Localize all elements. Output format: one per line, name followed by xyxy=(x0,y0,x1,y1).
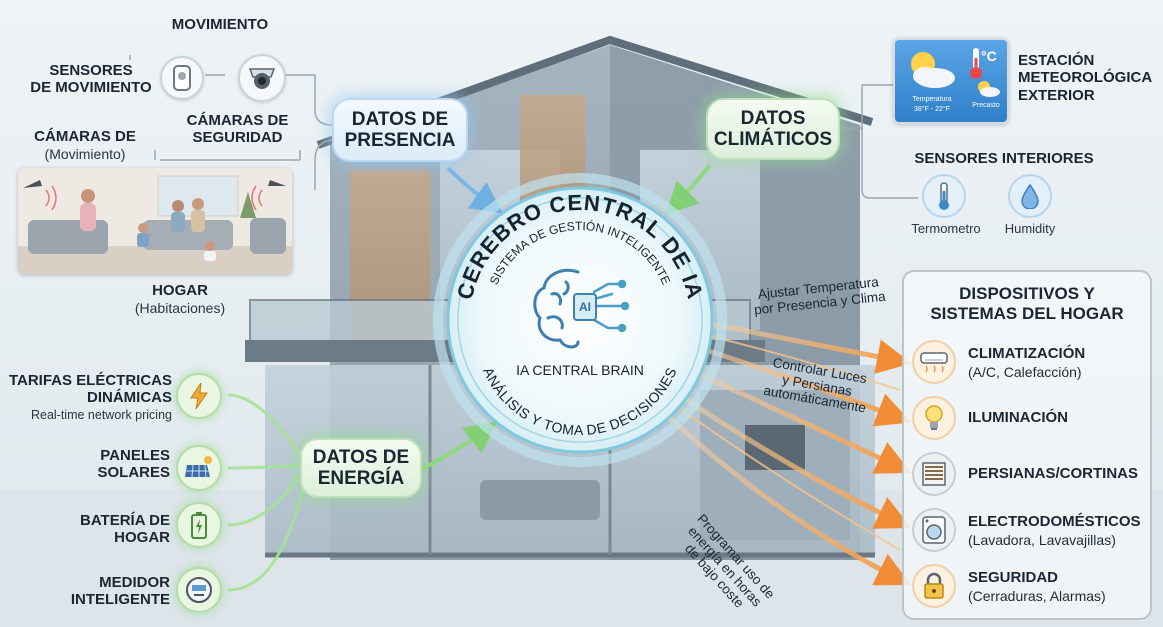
devices-panel xyxy=(902,270,1152,620)
camaras-seguridad-label: CÁMARAS DE SEGURIDAD xyxy=(186,112,289,147)
home-room-photo xyxy=(18,168,292,274)
smart-meter-icon xyxy=(176,567,222,613)
small-sun-cloud-icon xyxy=(978,81,1000,97)
device-title: CLIMATIZACIÓN xyxy=(968,345,1086,362)
security-camera-icon xyxy=(238,54,286,102)
device-title: SEGURIDAD xyxy=(968,569,1059,586)
thermometer-red-icon xyxy=(970,48,982,79)
bulb-icon xyxy=(912,396,956,440)
washer-icon xyxy=(912,508,956,552)
weather-unit: °C xyxy=(981,48,997,64)
movimiento-header: MOVIMIENTO xyxy=(171,16,269,33)
device-title: ELECTRODOMÉSTICOS xyxy=(968,513,1141,530)
medidor-label: MEDIDOR INTELIGENTE xyxy=(70,574,170,609)
solar-panel-icon xyxy=(176,445,222,491)
paneles-label: PANELES SOLARES xyxy=(97,447,170,482)
device-sub: (A/C, Calefacción) xyxy=(968,364,1082,380)
estacion-label: ESTACIÓN METEOROLÓGICA EXTERIOR xyxy=(1018,52,1153,104)
ac-icon xyxy=(912,340,956,384)
sun-cloud-icon xyxy=(911,52,955,88)
weather-temp-label: Temperatura xyxy=(912,96,952,103)
lightning-icon xyxy=(176,373,222,419)
device-sub: (Lavadora, Lavavajillas) xyxy=(968,532,1116,548)
tarifas-label: TARIFAS ELÉCTRICAS DINÁMICAS xyxy=(8,372,172,407)
sensores-interiores-label: SENSORES INTERIORES xyxy=(914,150,1094,167)
battery-icon xyxy=(176,502,222,548)
brain-label: IA CENTRAL BRAIN xyxy=(516,362,644,378)
weather-temp-value: 38°F - 22°F xyxy=(914,106,950,113)
device-title: PERSIANAS/CORTINAS xyxy=(968,465,1139,482)
weather-station-display: °C Temperatura 38°F - 22°F Precasto xyxy=(893,38,1009,124)
humidity-drop-icon xyxy=(1008,174,1052,218)
bateria-label: BATERÍA DE HOGAR xyxy=(80,512,170,547)
hogar-sub: (Habitaciones) xyxy=(134,300,226,316)
sensores-movimiento-label: SENSORES DE MOVIMIENTO xyxy=(30,62,152,97)
ai-chip-label: AI xyxy=(579,300,591,314)
device-title: ILUMINACIÓN xyxy=(968,409,1068,426)
humedad-label: Humidity xyxy=(1004,221,1056,236)
tarifas-sub: Real-time network pricing xyxy=(30,408,172,422)
datos-presencia-pill: DATOS DE PRESENCIA xyxy=(332,98,468,162)
brain-icon xyxy=(533,268,630,349)
lock-icon xyxy=(912,564,956,608)
camaras-movimiento-sub: (Movimiento) xyxy=(44,146,126,162)
hogar-title: HOGAR xyxy=(152,282,208,299)
blinds-icon xyxy=(912,452,956,496)
datos-climaticos-pill: DATOS CLIMÁTICOS xyxy=(706,98,840,160)
datos-energia-pill: DATOS DE ENERGÍA xyxy=(300,438,422,498)
device-sub: (Cerraduras, Alarmas) xyxy=(968,588,1106,604)
devices-header: DISPOSITIVOS Y SISTEMAS DEL HOGAR xyxy=(930,284,1124,323)
weather-forecast: Precasto xyxy=(972,102,1000,109)
termometro-label: Termometro xyxy=(911,221,981,236)
motion-sensor-icon xyxy=(160,56,204,100)
camaras-movimiento-title: CÁMARAS DE xyxy=(34,128,136,145)
thermometer-icon xyxy=(922,174,966,218)
